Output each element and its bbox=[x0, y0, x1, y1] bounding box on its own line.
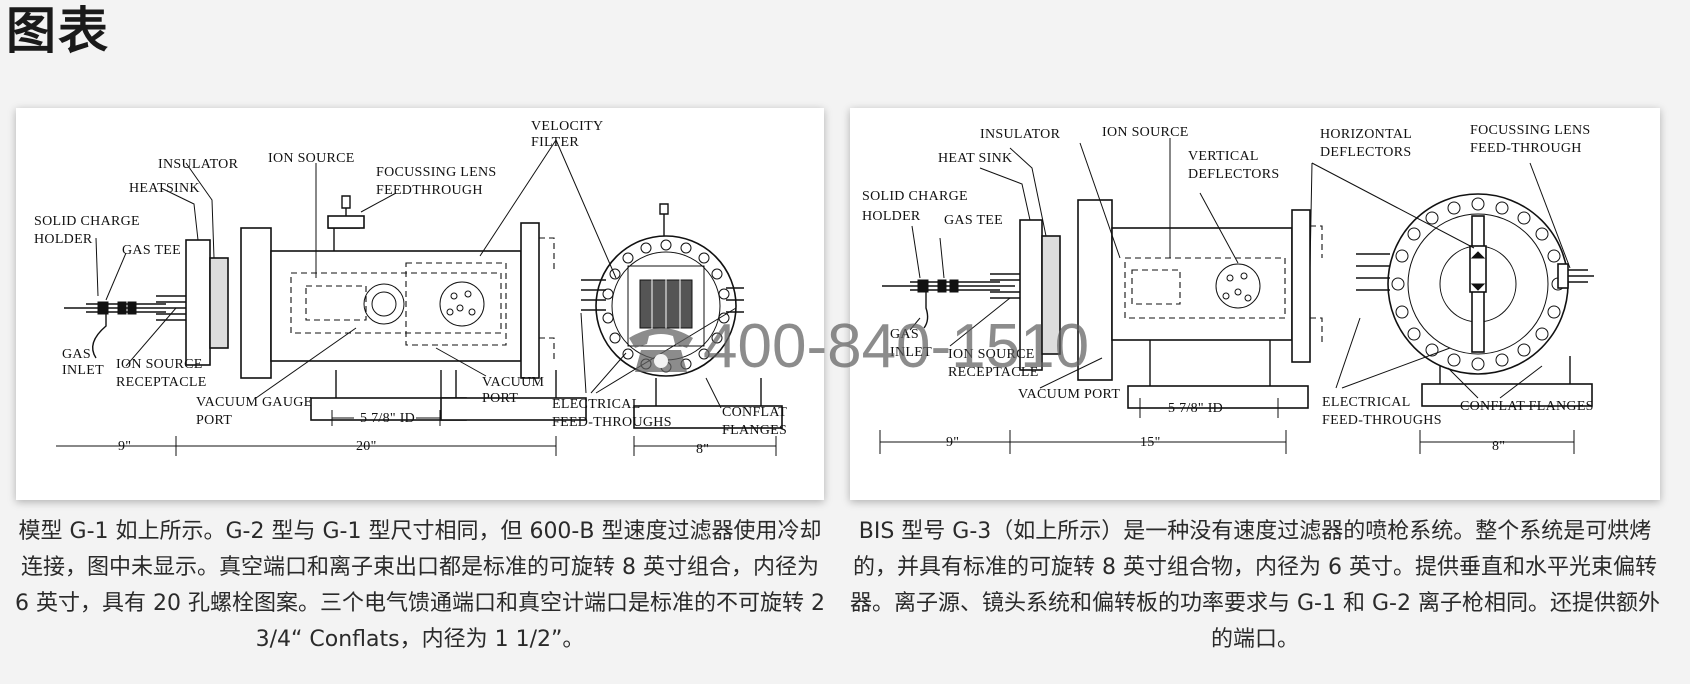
g3-label-focus-1: FOCUSSING LENS bbox=[1470, 123, 1591, 138]
g1-heatsink bbox=[185, 239, 211, 366]
g3-label-gas-tee: GAS TEE bbox=[944, 213, 1003, 228]
g1-flange-1 bbox=[240, 227, 272, 379]
g3-label-vdef-2: DEFLECTORS bbox=[1188, 167, 1279, 182]
g3-label-receptacle-2: RECEPTACLE bbox=[948, 365, 1039, 380]
g1-label-gas-tee: GAS TEE bbox=[122, 243, 181, 258]
g1-label-focussing-1: FOCUSSING LENS bbox=[376, 165, 497, 180]
figure-1-caption: 模型 G-1 如上所示。G-2 型与 G-1 型尺寸相同，但 600-B 型速度… bbox=[15, 519, 825, 652]
g3-label-hdef-2: DEFLECTORS bbox=[1320, 145, 1411, 160]
g1-label-elec-1: ELECTRICAL bbox=[552, 397, 641, 412]
g3-tube bbox=[1111, 227, 1293, 341]
g3-schematic: INSULATOR ION SOURCE HEAT SINK VERTICAL … bbox=[862, 123, 1594, 454]
g1-dim-id: 5 7/8" ID bbox=[360, 411, 415, 426]
g1-label-insulator: INSULATOR bbox=[158, 157, 239, 172]
g1-dim-9: 9" bbox=[118, 439, 131, 454]
g3-label-focus-2: FEED-THROUGH bbox=[1470, 141, 1582, 156]
g3-dim-id: 5 7/8" ID bbox=[1168, 401, 1223, 416]
g1-label-vport-1: VACUUM bbox=[482, 375, 544, 390]
g3-flange-1 bbox=[1077, 199, 1113, 381]
g3-label-solid-1: SOLID CHARGE bbox=[862, 189, 968, 204]
g3-gas-tee bbox=[917, 279, 929, 293]
g1-insulator bbox=[209, 257, 229, 349]
g1-label-heatsink: HEATSINK bbox=[129, 181, 200, 196]
g1-label-conflat-1: CONFLAT bbox=[722, 405, 787, 420]
g3-label-heat-sink: HEAT SINK bbox=[938, 151, 1012, 166]
g1-gas-inlet-pipe bbox=[92, 314, 107, 359]
g3-elec-pins bbox=[1356, 253, 1390, 291]
g3-label-insulator: INSULATOR bbox=[980, 127, 1061, 142]
g3-label-vport: VACUUM PORT bbox=[1018, 387, 1120, 402]
g1-elec-pins-left bbox=[581, 279, 606, 311]
g1-label-gas-inlet-1: GAS bbox=[62, 347, 91, 362]
g1-stand bbox=[335, 370, 557, 398]
g1-label-vport-2: PORT bbox=[482, 391, 518, 406]
figure-g1-diagram: VELOCITY FILTER INSULATOR ION SOURCE FOC… bbox=[16, 108, 824, 500]
g1-label-solid-2: HOLDER bbox=[34, 232, 93, 247]
g3-label-vdef-1: VERTICAL bbox=[1188, 149, 1259, 164]
g1-schematic: VELOCITY FILTER INSULATOR ION SOURCE FOC… bbox=[34, 119, 787, 457]
page-title: 图表 bbox=[6, 2, 110, 60]
g3-dim-15: 15" bbox=[1140, 435, 1161, 450]
g1-gas-tee bbox=[97, 301, 109, 315]
g3-gas-inlet-pipe bbox=[923, 292, 929, 329]
g3-label-hdef-1: HORIZONTAL bbox=[1320, 127, 1412, 142]
g1-velocity-filter bbox=[405, 262, 507, 346]
g3-insulator bbox=[1041, 235, 1061, 355]
g1-label-conflat-2: FLANGES bbox=[722, 423, 787, 438]
g1-label-solid-1: SOLID CHARGE bbox=[34, 214, 140, 229]
g3-vertical-deflector bbox=[1215, 263, 1261, 309]
g1-dim-20: 20" bbox=[356, 439, 377, 454]
g3-dim-8: 8" bbox=[1492, 439, 1505, 454]
g3-label-elec-1: ELECTRICAL bbox=[1322, 395, 1411, 410]
g3-label-elec-2: FEED-THROUGHS bbox=[1322, 413, 1442, 428]
g1-label-receptacle-1: ION SOURCE bbox=[116, 357, 203, 372]
g1-lens bbox=[363, 283, 405, 325]
g1-base-right bbox=[440, 397, 587, 421]
g1-label-ion-source: ION SOURCE bbox=[268, 151, 355, 166]
g3-label-conflat: CONFLAT FLANGES bbox=[1460, 399, 1594, 414]
g3-dim-9: 9" bbox=[946, 435, 959, 450]
g3-base bbox=[1127, 385, 1309, 409]
g1-dim-8: 8" bbox=[696, 442, 709, 457]
g1-label-gas-inlet-2: INLET bbox=[62, 363, 104, 378]
g3-label-receptacle-1: ION SOURCE bbox=[948, 347, 1035, 362]
g3-flange-2 bbox=[1291, 209, 1311, 363]
g3-label-gas-inlet-2: INLET bbox=[890, 345, 932, 360]
g1-label-receptacle-2: RECEPTACLE bbox=[116, 375, 207, 390]
g1-label-gauge-2: PORT bbox=[196, 413, 232, 428]
g3-label-gas-inlet-1: GAS bbox=[890, 327, 919, 342]
figure-g3-diagram: INSULATOR ION SOURCE HEAT SINK VERTICAL … bbox=[850, 108, 1660, 500]
g1-flange-base bbox=[633, 405, 783, 429]
g1-label-elec-2: FEED-THROUGHS bbox=[552, 415, 672, 430]
g1-label-gauge-1: VACUUM GAUGE bbox=[196, 395, 313, 410]
g1-label-focussing-2: FEEDTHROUGH bbox=[376, 183, 483, 198]
g3-flange-base bbox=[1421, 383, 1593, 407]
g1-label-velocity-filter-1: VELOCITY bbox=[531, 119, 603, 134]
g1-label-velocity-filter-2: FILTER bbox=[531, 135, 579, 150]
g1-flange-2 bbox=[520, 222, 540, 379]
g3-focus-feedthrough bbox=[1566, 269, 1594, 283]
figure-2-caption: BIS 型号 G-3（如上所示）是一种没有速度过滤器的喷枪系统。整个系统是可烘烤… bbox=[850, 519, 1660, 652]
g3-label-ion-source: ION SOURCE bbox=[1102, 125, 1189, 140]
g3-label-solid-2: HOLDER bbox=[862, 209, 921, 224]
